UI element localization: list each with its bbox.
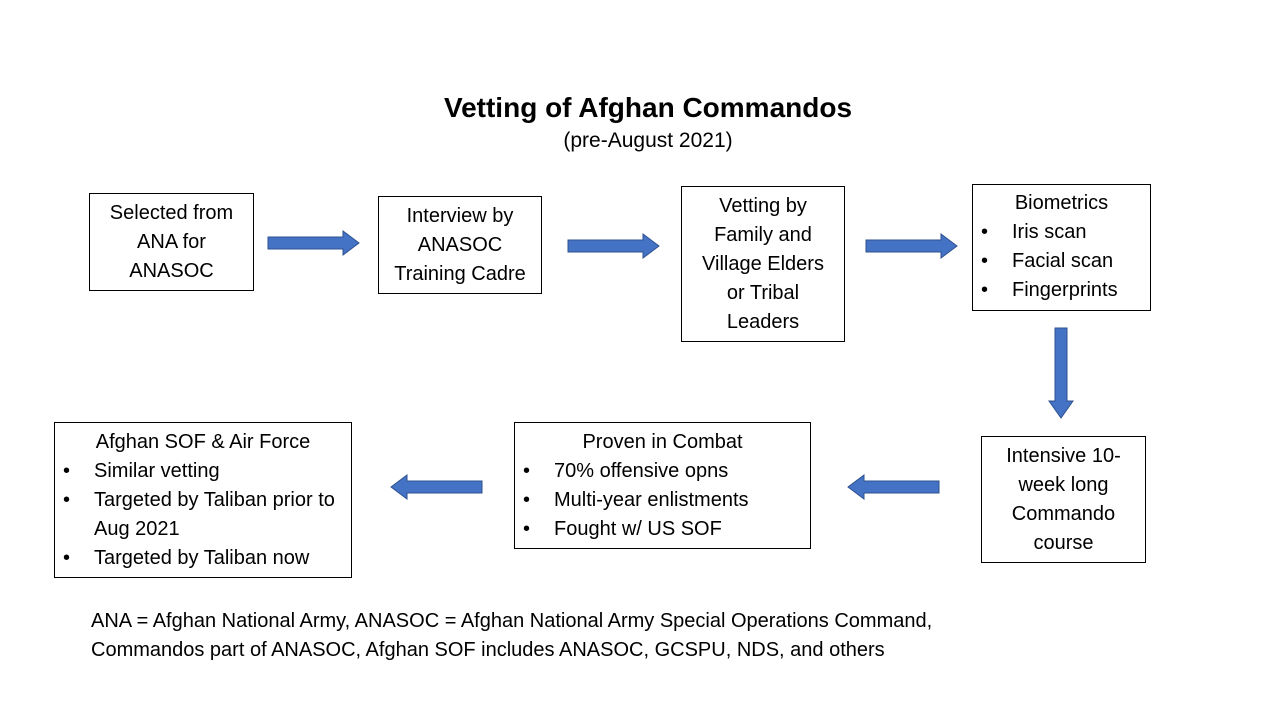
list-item: Similar vetting — [55, 457, 341, 486]
box-afghan-sof: Afghan SOF & Air Force Similar vetting T… — [54, 422, 352, 578]
list-item: 70% offensive opns — [515, 457, 810, 486]
footnote-line: ANA = Afghan National Army, ANASOC = Afg… — [91, 610, 933, 632]
diagram-title: Vetting of Afghan Commandos — [443, 92, 853, 123]
box-line: ANA for — [137, 230, 206, 253]
list-item: Facial scan — [973, 247, 1150, 276]
arrow-down-icon — [1048, 327, 1074, 419]
list-item: Fingerprints — [973, 276, 1150, 305]
box-interview: Interview by ANASOC Training Cadre — [378, 196, 542, 294]
list-item: Targeted by Taliban now — [55, 544, 341, 573]
footnote: ANA = Afghan National Army, ANASOC = Afg… — [91, 607, 932, 665]
arrow-left-icon — [390, 474, 483, 500]
list-item: Fought w/ US SOF — [515, 515, 810, 544]
box-line: ANASOC — [417, 233, 503, 256]
box-biometrics: Biometrics Iris scan Facial scan Fingerp… — [972, 184, 1151, 311]
box-line: Commando — [1011, 502, 1116, 525]
box-line: Interview by — [406, 204, 514, 227]
box-heading: Afghan SOF & Air Force — [95, 431, 311, 453]
box-line: Leaders — [726, 310, 800, 333]
box-line: Vetting by — [719, 194, 807, 217]
list-item: Targeted by Taliban prior to Aug 2021 — [55, 486, 341, 544]
box-line: Intensive 10- — [1006, 444, 1121, 467]
box-line: Village Elders — [702, 252, 824, 275]
arrow-left-icon — [847, 474, 940, 500]
footnote-line: Commandos part of ANASOC, Afghan SOF inc… — [91, 639, 885, 661]
arrow-right-icon — [865, 233, 958, 259]
box-line: Selected from — [109, 201, 234, 224]
box-proven-in-combat: Proven in Combat 70% offensive opns Mult… — [514, 422, 811, 549]
box-line: course — [1033, 531, 1094, 554]
box-line: Training Cadre — [394, 262, 526, 285]
arrow-right-icon — [567, 233, 660, 259]
diagram-subtitle: (pre-August 2021) — [563, 129, 733, 152]
box-commando-course: Intensive 10- week long Commando course — [981, 436, 1146, 563]
box-heading: Biometrics — [1014, 192, 1109, 214]
box-family-vetting: Vetting by Family and Village Elders or … — [681, 186, 845, 342]
box-line: week long — [1018, 473, 1109, 496]
box-line: ANASOC — [129, 259, 214, 282]
list-item: Iris scan — [973, 218, 1150, 247]
box-line: Family and — [714, 223, 812, 246]
box-heading: Proven in Combat — [582, 431, 743, 453]
list-item: Multi-year enlistments — [515, 486, 810, 515]
arrow-right-icon — [267, 230, 360, 256]
box-line: or Tribal — [726, 281, 800, 304]
box-selected-from-ana: Selected from ANA for ANASOC — [89, 193, 254, 291]
